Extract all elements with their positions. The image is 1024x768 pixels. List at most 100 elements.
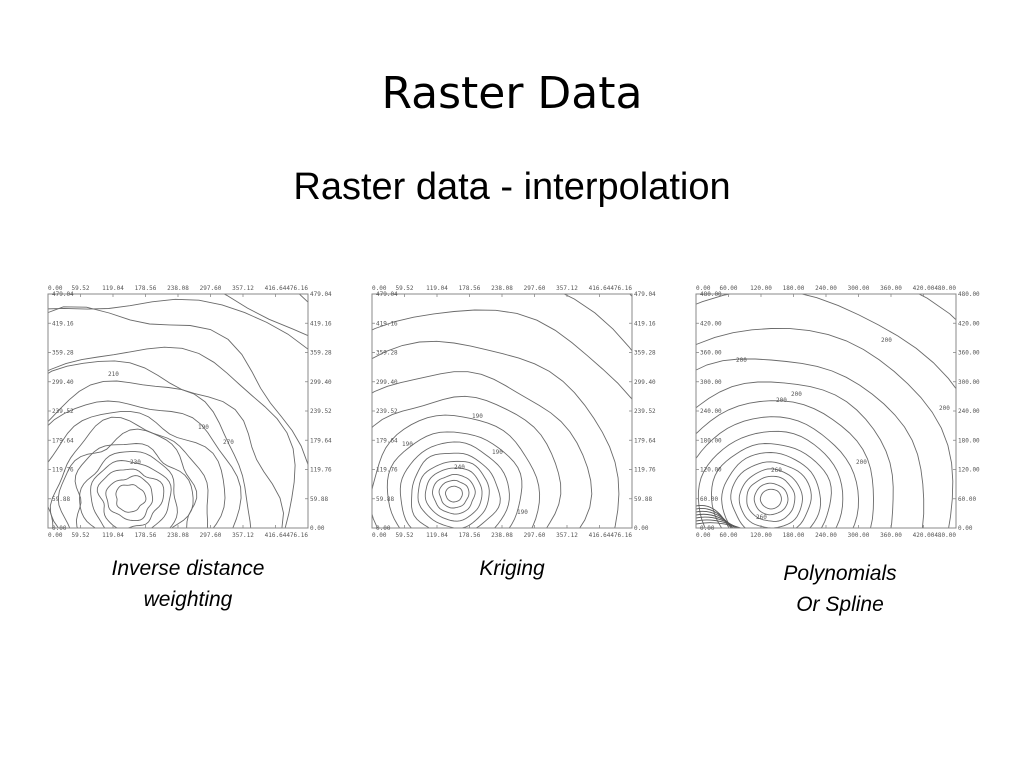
contour-lines — [48, 294, 308, 528]
y-tick-label-left: 479.04 — [52, 291, 74, 298]
contour-line — [48, 400, 242, 528]
x-tick-label-bottom: 297.60 — [524, 532, 546, 539]
y-tick-label-right: 179.64 — [634, 437, 656, 444]
y-tick-label-left: 59.88 — [376, 496, 394, 503]
contour-label: 200 — [856, 459, 867, 466]
y-tick-label-right: 119.76 — [310, 467, 332, 474]
contour-label: 260 — [771, 467, 782, 474]
contour-lines — [372, 294, 632, 528]
y-tick-label-right: 300.00 — [958, 379, 980, 386]
y-tick-label-left: 299.40 — [376, 379, 398, 386]
x-tick-label-bottom: 178.56 — [459, 532, 481, 539]
y-tick-label-right: 119.76 — [634, 467, 656, 474]
contour-line — [372, 309, 632, 401]
contour-plot-idw: 2101902702300.000.0059.5259.52119.04119.… — [42, 280, 334, 540]
y-tick-label-left: 420.00 — [700, 320, 722, 327]
caption-line: Polynomials — [783, 562, 897, 585]
contour-line — [753, 482, 789, 516]
x-tick-label-bottom: 416.64 — [589, 532, 611, 539]
contour-label: 260 — [756, 514, 767, 521]
contour-plot-kriging: 1901902401901900.000.0059.5259.52119.041… — [366, 280, 658, 540]
y-tick-label-right: 359.28 — [310, 350, 332, 357]
contour-line — [730, 461, 812, 528]
contour-label: 210 — [108, 371, 119, 378]
caption-idw: Inverse distance weighting — [58, 553, 318, 615]
y-tick-label-left: 119.76 — [376, 467, 398, 474]
x-tick-label-bottom: 119.04 — [426, 532, 448, 539]
contour-line — [115, 484, 147, 513]
contour-line — [48, 360, 284, 528]
x-tick-label-top: 238.08 — [491, 285, 513, 292]
x-tick-label-top: 120.00 — [750, 285, 772, 292]
y-tick-label-left: 419.16 — [376, 320, 398, 327]
contour-line — [96, 468, 165, 528]
x-tick-label-bottom: 476.16 — [610, 532, 632, 539]
contour-label: 200 — [776, 397, 787, 404]
contour-line — [696, 381, 894, 528]
y-tick-label-left: 59.88 — [52, 496, 70, 503]
y-tick-label-left: 239.52 — [376, 408, 398, 415]
y-tick-label-right: 239.52 — [310, 408, 332, 415]
x-tick-label-top: 420.00 — [913, 285, 935, 292]
x-tick-label-bottom: 119.04 — [102, 532, 124, 539]
contour-label: 190 — [472, 413, 483, 420]
x-tick-label-bottom: 357.12 — [232, 532, 254, 539]
y-tick-label-right: 359.28 — [634, 350, 656, 357]
caption-line: Inverse distance — [111, 557, 265, 580]
caption-kriging: Kriging — [382, 553, 642, 584]
y-tick-label-left: 300.00 — [700, 379, 722, 386]
contour-line — [696, 328, 954, 528]
contour-label: 200 — [791, 391, 802, 398]
x-tick-label-bottom: 120.00 — [750, 532, 772, 539]
y-tick-label-left: 480.00 — [700, 291, 722, 298]
x-tick-label-top: 0.00 — [48, 285, 63, 292]
contour-label: 190 — [517, 509, 528, 516]
y-tick-label-right: 0.00 — [958, 525, 973, 532]
y-tick-label-right: 299.40 — [310, 379, 332, 386]
contour-line — [696, 358, 925, 528]
contour-line — [445, 485, 463, 503]
x-tick-label-top: 59.52 — [71, 285, 89, 292]
x-tick-label-top: 238.08 — [167, 285, 189, 292]
contour-line — [746, 475, 796, 522]
slide-subtitle: Raster data - interpolation — [293, 166, 731, 208]
x-tick-label-top: 180.00 — [783, 285, 805, 292]
caption-line: Or Spline — [796, 593, 884, 616]
x-tick-label-top: 476.16 — [610, 285, 632, 292]
contour-line — [696, 294, 956, 390]
y-tick-label-right: 480.00 — [958, 291, 980, 298]
contour-line — [432, 473, 476, 515]
x-tick-label-top: 119.04 — [102, 285, 124, 292]
y-tick-label-left: 179.64 — [376, 437, 398, 444]
y-tick-label-right: 299.40 — [634, 379, 656, 386]
x-tick-label-top: 119.04 — [426, 285, 448, 292]
y-tick-label-right: 239.52 — [634, 408, 656, 415]
caption-line: weighting — [143, 588, 233, 611]
x-tick-label-bottom: 297.60 — [200, 532, 222, 539]
contour-label: 200 — [939, 405, 950, 412]
contour-line — [74, 443, 194, 528]
contour-line — [372, 414, 541, 528]
x-tick-label-bottom: 476.16 — [286, 532, 308, 539]
contour-line — [696, 505, 730, 528]
x-tick-label-top: 416.64 — [589, 285, 611, 292]
x-tick-label-top: 357.12 — [232, 285, 254, 292]
x-tick-label-bottom: 178.56 — [135, 532, 157, 539]
contour-label: 200 — [736, 357, 747, 364]
x-tick-label-top: 0.00 — [696, 285, 711, 292]
y-tick-label-right: 479.04 — [634, 291, 656, 298]
y-tick-label-left: 479.04 — [376, 291, 398, 298]
y-tick-label-right: 59.88 — [634, 496, 652, 503]
y-tick-label-left: 0.00 — [700, 525, 715, 532]
y-tick-label-left: 360.00 — [700, 350, 722, 357]
x-tick-label-top: 178.56 — [135, 285, 157, 292]
contour-line — [372, 371, 593, 528]
x-tick-label-bottom: 60.00 — [719, 532, 737, 539]
y-tick-label-left: 359.28 — [376, 350, 398, 357]
contour-line — [399, 441, 510, 528]
contour-label: 190 — [198, 424, 209, 431]
x-tick-label-top: 297.60 — [200, 285, 222, 292]
contour-line — [696, 516, 738, 528]
